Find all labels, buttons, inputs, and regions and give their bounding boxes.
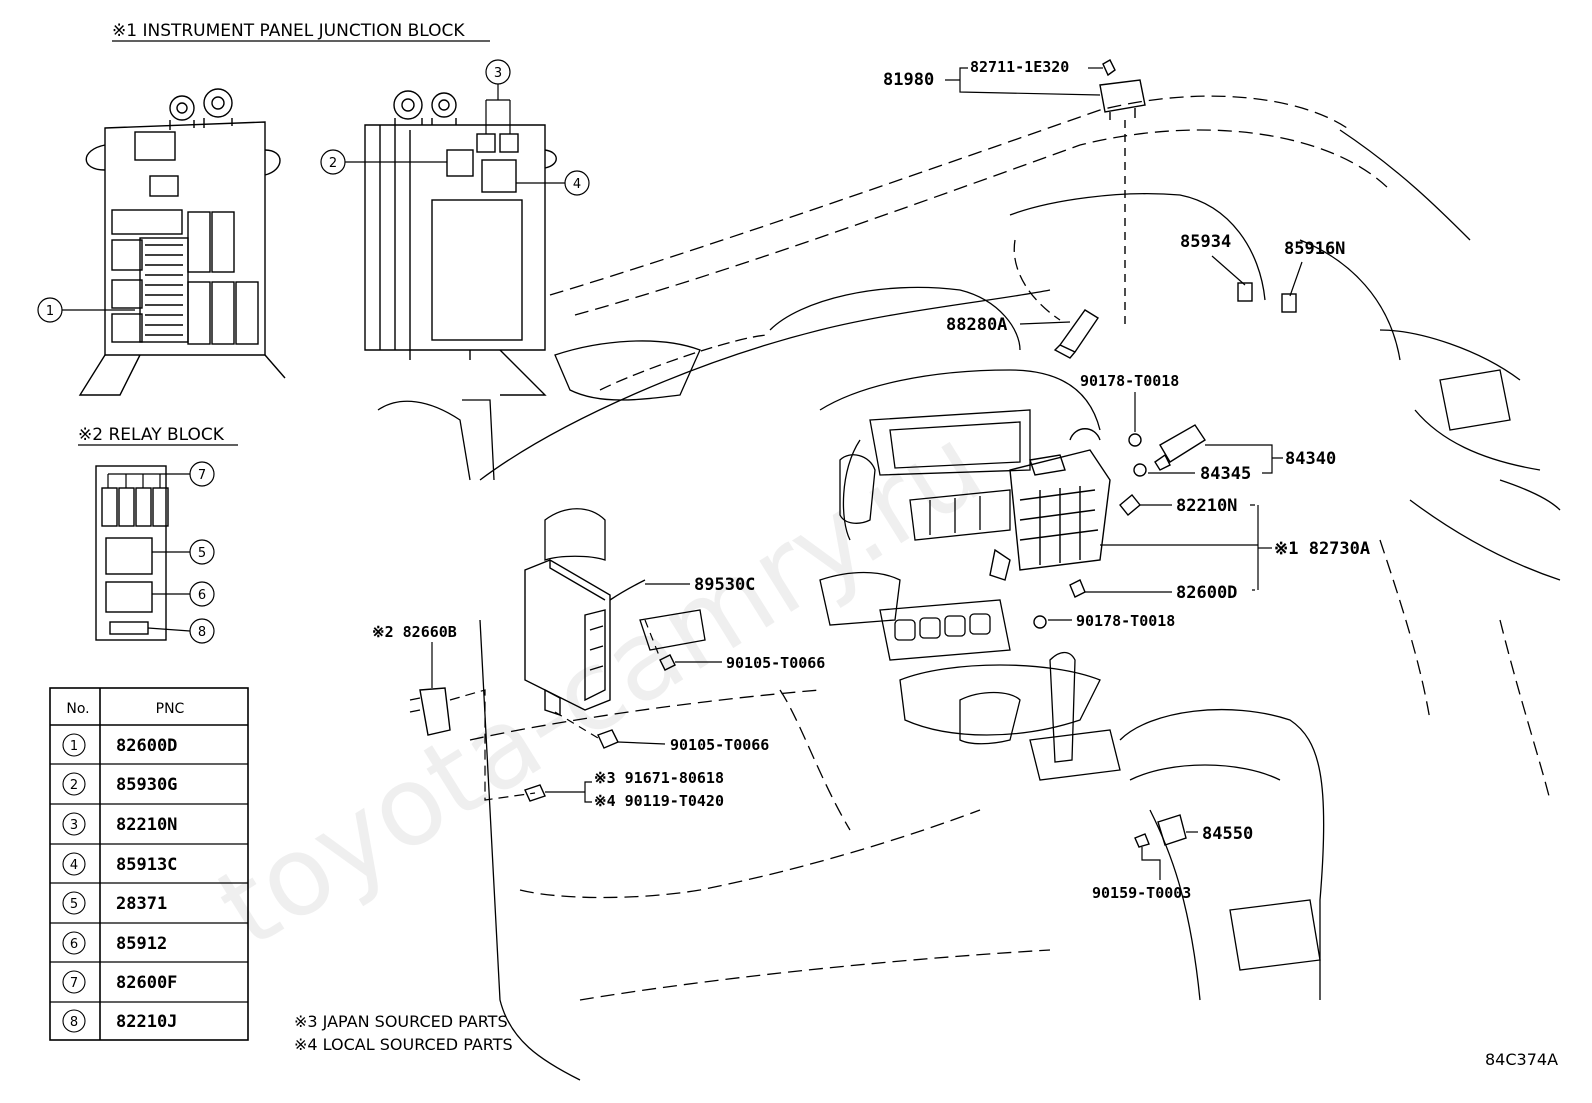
- svg-text:5: 5: [70, 897, 78, 912]
- part-85934-drawing: [1237, 282, 1253, 302]
- junction-block-side-drawing: [364, 90, 557, 396]
- svg-text:8: 8: [198, 625, 206, 640]
- junction-block-header: ※1 INSTRUMENT PANEL JUNCTION BLOCK: [112, 21, 465, 41]
- svg-text:2: 2: [70, 778, 78, 793]
- table-row: 2 85930G: [62, 772, 177, 796]
- table-row: 1 82600D: [62, 733, 177, 757]
- part-82600D[interactable]: 82600D: [1176, 583, 1237, 603]
- part-85916N-drawing: [1281, 293, 1297, 313]
- svg-text:6: 6: [198, 588, 206, 603]
- part-82210N[interactable]: 82210N: [1176, 496, 1237, 516]
- figure-code: 84C374A: [1485, 1050, 1558, 1069]
- part-90178-T0018-lower[interactable]: 90178-T0018: [1076, 612, 1175, 630]
- svg-text:85913C: 85913C: [116, 855, 177, 875]
- junction-block-front-drawing: [78, 88, 286, 396]
- svg-text:4: 4: [573, 177, 581, 192]
- part-85916N[interactable]: 85916N: [1284, 239, 1345, 259]
- part-84550-drawing: [1157, 814, 1187, 846]
- part-90178-T0018-upper[interactable]: 90178-T0018: [1080, 372, 1179, 390]
- pnc-table: No. PNC 1 82600D 2 85930G 3 82210N 4 859…: [49, 687, 249, 1041]
- part-90105-T0066-upper[interactable]: 90105-T0066: [726, 654, 825, 672]
- callout-4: 4: [516, 170, 590, 196]
- callout-2: 2: [320, 149, 447, 175]
- part-82660B[interactable]: ※2 82660B: [372, 623, 457, 641]
- part-82660B-drawing: [409, 687, 451, 736]
- callout-8: 8: [147, 618, 215, 644]
- svg-text:3: 3: [70, 818, 78, 833]
- table-header-no: No.: [66, 701, 89, 717]
- svg-text:5: 5: [198, 546, 206, 561]
- svg-text:3: 3: [494, 66, 502, 81]
- part-90105-T0066-lower[interactable]: 90105-T0066: [670, 736, 769, 754]
- part-88280A-drawing: [1053, 309, 1099, 359]
- part-82600D-drawing: [1069, 579, 1086, 598]
- part-84345[interactable]: 84345: [1200, 464, 1251, 484]
- relay-81980-drawing: [1099, 59, 1146, 330]
- svg-text:82600F: 82600F: [116, 973, 177, 993]
- dashboard-line-art: [377, 95, 1561, 1081]
- svg-text:82600D: 82600D: [116, 736, 177, 756]
- relay-block-drawing: [95, 465, 169, 641]
- part-82711-1E320[interactable]: 82711-1E320: [970, 58, 1069, 76]
- callout-3: 3: [485, 59, 511, 134]
- svg-text:6: 6: [70, 937, 78, 952]
- table-row: 5 28371: [62, 891, 167, 915]
- svg-text:82210N: 82210N: [116, 815, 177, 835]
- table-row: 4 85913C: [62, 852, 177, 876]
- note-japan-sourced: ※3 JAPAN SOURCED PARTS: [294, 1012, 508, 1031]
- callout-6: 6: [152, 581, 215, 607]
- part-82730A[interactable]: ※1 82730A: [1274, 539, 1370, 559]
- part-84340[interactable]: 84340: [1285, 449, 1336, 469]
- table-row: 8 82210J: [62, 1009, 177, 1033]
- part-90119-T0420[interactable]: ※4 90119-T0420: [594, 792, 724, 810]
- part-85934[interactable]: 85934: [1180, 232, 1231, 252]
- table-row: 6 85912: [62, 931, 167, 955]
- table-row: 3 82210N: [62, 812, 177, 836]
- svg-text:1: 1: [46, 304, 54, 319]
- svg-text:4: 4: [70, 858, 78, 873]
- part-89530C-drawing: [524, 559, 646, 716]
- svg-text:82210J: 82210J: [116, 1012, 177, 1032]
- svg-text:8: 8: [70, 1015, 78, 1030]
- part-90159-T0003[interactable]: 90159-T0003: [1092, 884, 1191, 902]
- callout-7: 7: [107, 461, 215, 488]
- callout-5: 5: [152, 539, 215, 565]
- svg-text:7: 7: [198, 468, 206, 483]
- watermark: toyota-camry.ru: [196, 401, 1004, 972]
- relay-block-header: ※2 RELAY BLOCK: [78, 425, 225, 445]
- junction-block-installed-drawing: [989, 428, 1111, 581]
- svg-text:85912: 85912: [116, 934, 167, 954]
- part-81980[interactable]: 81980: [883, 70, 934, 90]
- part-82210N-drawing: [1119, 494, 1141, 516]
- part-91671-80618[interactable]: ※3 91671-80618: [594, 769, 724, 787]
- table-header-pnc: PNC: [156, 701, 185, 717]
- part-84340-drawing: [1159, 424, 1206, 463]
- svg-text:28371: 28371: [116, 894, 167, 914]
- note-local-sourced: ※4 LOCAL SOURCED PARTS: [294, 1035, 513, 1054]
- svg-text:2: 2: [329, 156, 337, 171]
- callout-1: 1: [37, 297, 135, 323]
- svg-text:7: 7: [70, 976, 78, 991]
- part-88280A[interactable]: 88280A: [946, 315, 1007, 335]
- svg-text:1: 1: [70, 739, 78, 754]
- table-row: 7 82600F: [62, 970, 177, 994]
- part-89530C[interactable]: 89530C: [694, 575, 755, 595]
- svg-text:85930G: 85930G: [116, 775, 177, 795]
- part-84550[interactable]: 84550: [1202, 824, 1253, 844]
